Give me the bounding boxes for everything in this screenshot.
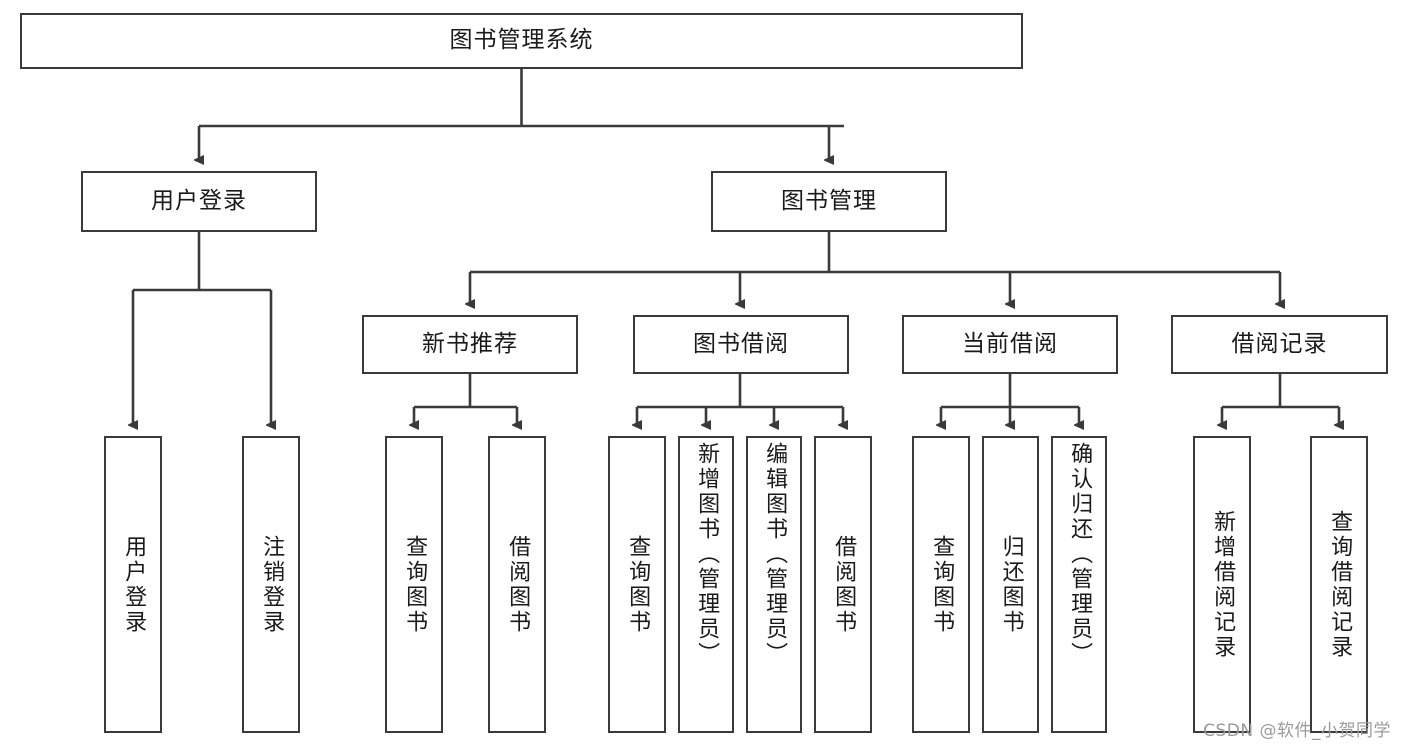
node-leaf-query-book-borrow[interactable]: 查询图书 xyxy=(608,436,666,733)
node-leaf-add-borrow-record-label: 新增借阅记录 xyxy=(1210,509,1236,660)
node-leaf-borrow-book-label: 借阅图书 xyxy=(831,534,857,635)
node-leaf-query-book-recommend[interactable]: 查询图书 xyxy=(385,436,443,733)
node-leaf-edit-book[interactable]: 编辑图书（管理员） xyxy=(746,436,802,733)
node-user-login[interactable]: 用户登录 xyxy=(81,171,317,232)
node-root-system[interactable]: 图书管理系统 xyxy=(20,13,1023,69)
node-current-borrow[interactable]: 当前借阅 xyxy=(902,315,1118,374)
node-leaf-borrow-book[interactable]: 借阅图书 xyxy=(814,436,872,733)
node-leaf-user-login-label: 用户登录 xyxy=(121,534,147,635)
node-current-borrow-label: 当前借阅 xyxy=(962,330,1058,357)
node-borrow-record-label: 借阅记录 xyxy=(1231,330,1328,357)
node-leaf-add-borrow-record[interactable]: 新增借阅记录 xyxy=(1193,436,1251,733)
node-leaf-logout-label: 注销登录 xyxy=(259,534,285,635)
node-leaf-return-book[interactable]: 归还图书 xyxy=(982,436,1039,733)
node-leaf-borrow-book-recommend[interactable]: 借阅图书 xyxy=(488,436,546,733)
node-leaf-user-login[interactable]: 用户登录 xyxy=(104,436,162,733)
node-leaf-query-book-current[interactable]: 查询图书 xyxy=(912,436,970,733)
node-leaf-logout[interactable]: 注销登录 xyxy=(242,436,300,733)
node-book-borrow[interactable]: 图书借阅 xyxy=(633,315,849,374)
node-leaf-query-borrow-record[interactable]: 查询借阅记录 xyxy=(1310,436,1368,733)
node-new-book-recommend[interactable]: 新书推荐 xyxy=(362,315,578,374)
node-leaf-add-book[interactable]: 新增图书（管理员） xyxy=(678,436,734,733)
node-leaf-query-book-borrow-label: 查询图书 xyxy=(625,534,651,635)
node-leaf-edit-book-label: 编辑图书（管理员） xyxy=(762,442,788,667)
node-leaf-query-book-recommend-label: 查询图书 xyxy=(402,534,428,635)
node-book-borrow-label: 图书借阅 xyxy=(693,330,789,357)
node-leaf-return-book-label: 归还图书 xyxy=(998,534,1024,635)
node-new-book-recommend-label: 新书推荐 xyxy=(422,330,518,357)
node-leaf-query-borrow-record-label: 查询借阅记录 xyxy=(1327,509,1353,660)
node-leaf-confirm-return[interactable]: 确认归还（管理员） xyxy=(1051,436,1107,733)
csdn-watermark: CSDN @软件_小贺同学 xyxy=(1203,721,1391,741)
node-user-login-label: 用户登录 xyxy=(151,187,247,214)
node-leaf-confirm-return-label: 确认归还（管理员） xyxy=(1067,442,1093,667)
node-borrow-record[interactable]: 借阅记录 xyxy=(1171,315,1388,374)
node-leaf-add-book-label: 新增图书（管理员） xyxy=(694,442,720,667)
node-book-management-label: 图书管理 xyxy=(781,187,877,214)
node-leaf-borrow-book-recommend-label: 借阅图书 xyxy=(505,534,531,635)
node-leaf-query-book-current-label: 查询图书 xyxy=(929,534,955,635)
node-root-system-label: 图书管理系统 xyxy=(449,27,594,54)
node-book-management[interactable]: 图书管理 xyxy=(711,171,947,232)
